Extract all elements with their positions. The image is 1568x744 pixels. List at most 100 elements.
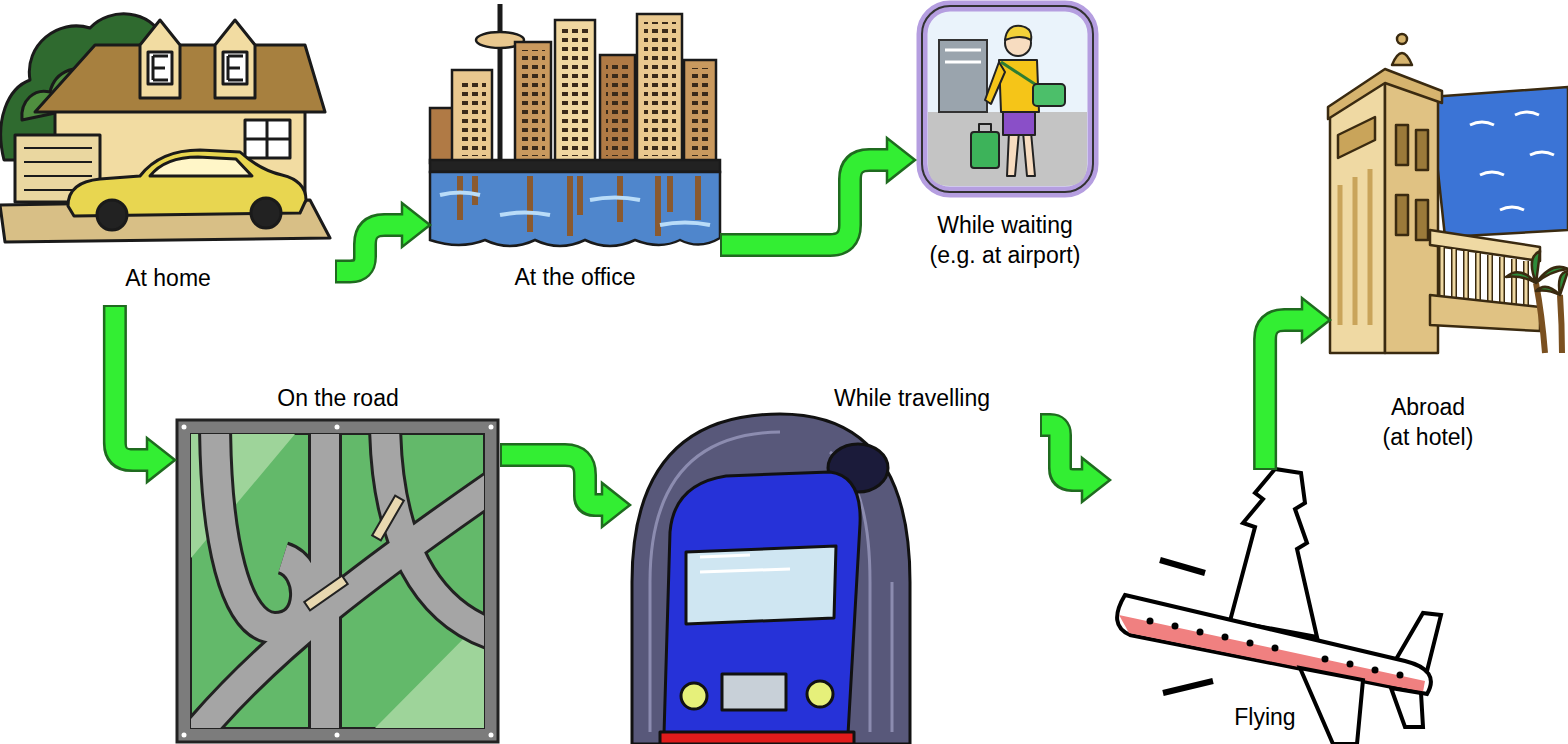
roads <box>191 434 484 728</box>
road-outline <box>191 434 484 728</box>
road-group <box>177 418 505 744</box>
plane-wing <box>1230 469 1317 637</box>
building <box>600 55 635 163</box>
plane-window <box>1397 672 1404 679</box>
dormer-window <box>148 52 172 84</box>
train-base <box>660 732 854 744</box>
picture-caption: While waiting (e.g. at airport) <box>920 210 1090 270</box>
bent-arrow <box>1265 298 1330 470</box>
headlight <box>807 681 833 707</box>
rivet <box>182 425 187 430</box>
car-wheel <box>251 198 281 228</box>
person-arm <box>985 62 1005 104</box>
bent-arrow <box>500 455 630 527</box>
rivet <box>182 733 187 738</box>
plane-window <box>1322 656 1329 663</box>
dormer <box>140 20 180 98</box>
shoulder-bag <box>1033 84 1065 106</box>
sea <box>1430 87 1568 237</box>
window-frame <box>245 120 290 158</box>
hotel-illustration <box>1330 25 1568 355</box>
cornice <box>1328 69 1442 119</box>
plane-stabilizer <box>1391 688 1423 727</box>
picture-node: Abroad (at hotel) <box>1330 25 1568 455</box>
train-group <box>632 414 910 744</box>
window <box>1396 125 1408 165</box>
picture-caption: While travelling <box>792 383 1032 413</box>
house-window <box>245 120 290 158</box>
picture-node: At home <box>0 0 335 305</box>
building <box>555 20 595 163</box>
picture-caption: At home <box>48 263 288 293</box>
wave <box>440 193 710 226</box>
city-illustration <box>430 0 720 252</box>
picture-node: Flying <box>1110 470 1445 744</box>
road-illustration <box>175 418 500 744</box>
building-windows <box>690 68 710 156</box>
arrow-head <box>887 138 915 182</box>
tower-mast <box>498 4 503 160</box>
hotel-sign <box>1338 117 1375 158</box>
window-frame <box>228 56 243 80</box>
gate-lines <box>945 50 981 62</box>
plane-window <box>1272 645 1279 652</box>
glare <box>700 555 790 572</box>
headlight <box>681 683 707 709</box>
building <box>684 60 716 163</box>
dormer <box>215 20 255 98</box>
picture-node: While waiting (e.g. at airport) <box>915 0 1100 270</box>
building <box>452 70 492 163</box>
picture-caption: Flying <box>1185 702 1345 732</box>
person <box>971 26 1065 176</box>
arrow-outline <box>115 305 148 460</box>
plane-fuselage <box>1117 595 1431 694</box>
bent-arrow <box>1040 425 1110 502</box>
traveller-illustration <box>915 0 1100 200</box>
plane-wing <box>1300 668 1363 744</box>
bent-arrow <box>115 305 175 482</box>
dormer-window <box>223 52 247 84</box>
city-group <box>430 4 720 246</box>
person-shorts <box>1003 110 1035 135</box>
windshield <box>686 546 836 624</box>
plane-window <box>1347 661 1354 668</box>
plane-windows <box>1147 618 1404 679</box>
fuselage-stripe <box>1119 615 1425 692</box>
window <box>1396 195 1408 235</box>
building-face <box>1330 73 1385 353</box>
roof-ornament <box>1392 53 1412 65</box>
picture-caption: On the road <box>218 383 458 413</box>
picture-node: At the office <box>430 0 720 290</box>
palm-leaves <box>1536 271 1568 295</box>
arrow-outline <box>335 225 403 271</box>
arrow-outline <box>1265 320 1303 470</box>
arrow-head <box>402 203 430 247</box>
arrow-head <box>602 483 630 527</box>
picture-caption: At the office <box>455 262 695 292</box>
building-windows <box>644 22 676 156</box>
bent-arrow <box>335 203 430 271</box>
arrow-head <box>1302 298 1330 342</box>
plane-window <box>1147 618 1154 625</box>
shoreline <box>430 160 720 172</box>
gate <box>939 40 987 112</box>
car-wheel <box>97 200 127 230</box>
plane-window <box>1372 667 1379 674</box>
arrow-head <box>1082 458 1110 502</box>
picture-caption: Abroad (at hotel) <box>1378 392 1478 452</box>
rivet <box>489 425 494 430</box>
plane-window <box>1247 640 1254 647</box>
person-hair <box>1005 26 1031 40</box>
train-body <box>664 472 860 734</box>
plane-illustration <box>1105 465 1450 744</box>
rivet <box>335 733 340 738</box>
balcony-base <box>1430 295 1540 331</box>
plane-window <box>1197 629 1204 636</box>
arrow-body <box>722 160 891 245</box>
bent-arrow <box>720 138 915 245</box>
train-illustration <box>630 412 912 744</box>
reflection <box>460 176 698 236</box>
house-group <box>0 14 330 242</box>
hotel-group <box>1328 34 1568 353</box>
